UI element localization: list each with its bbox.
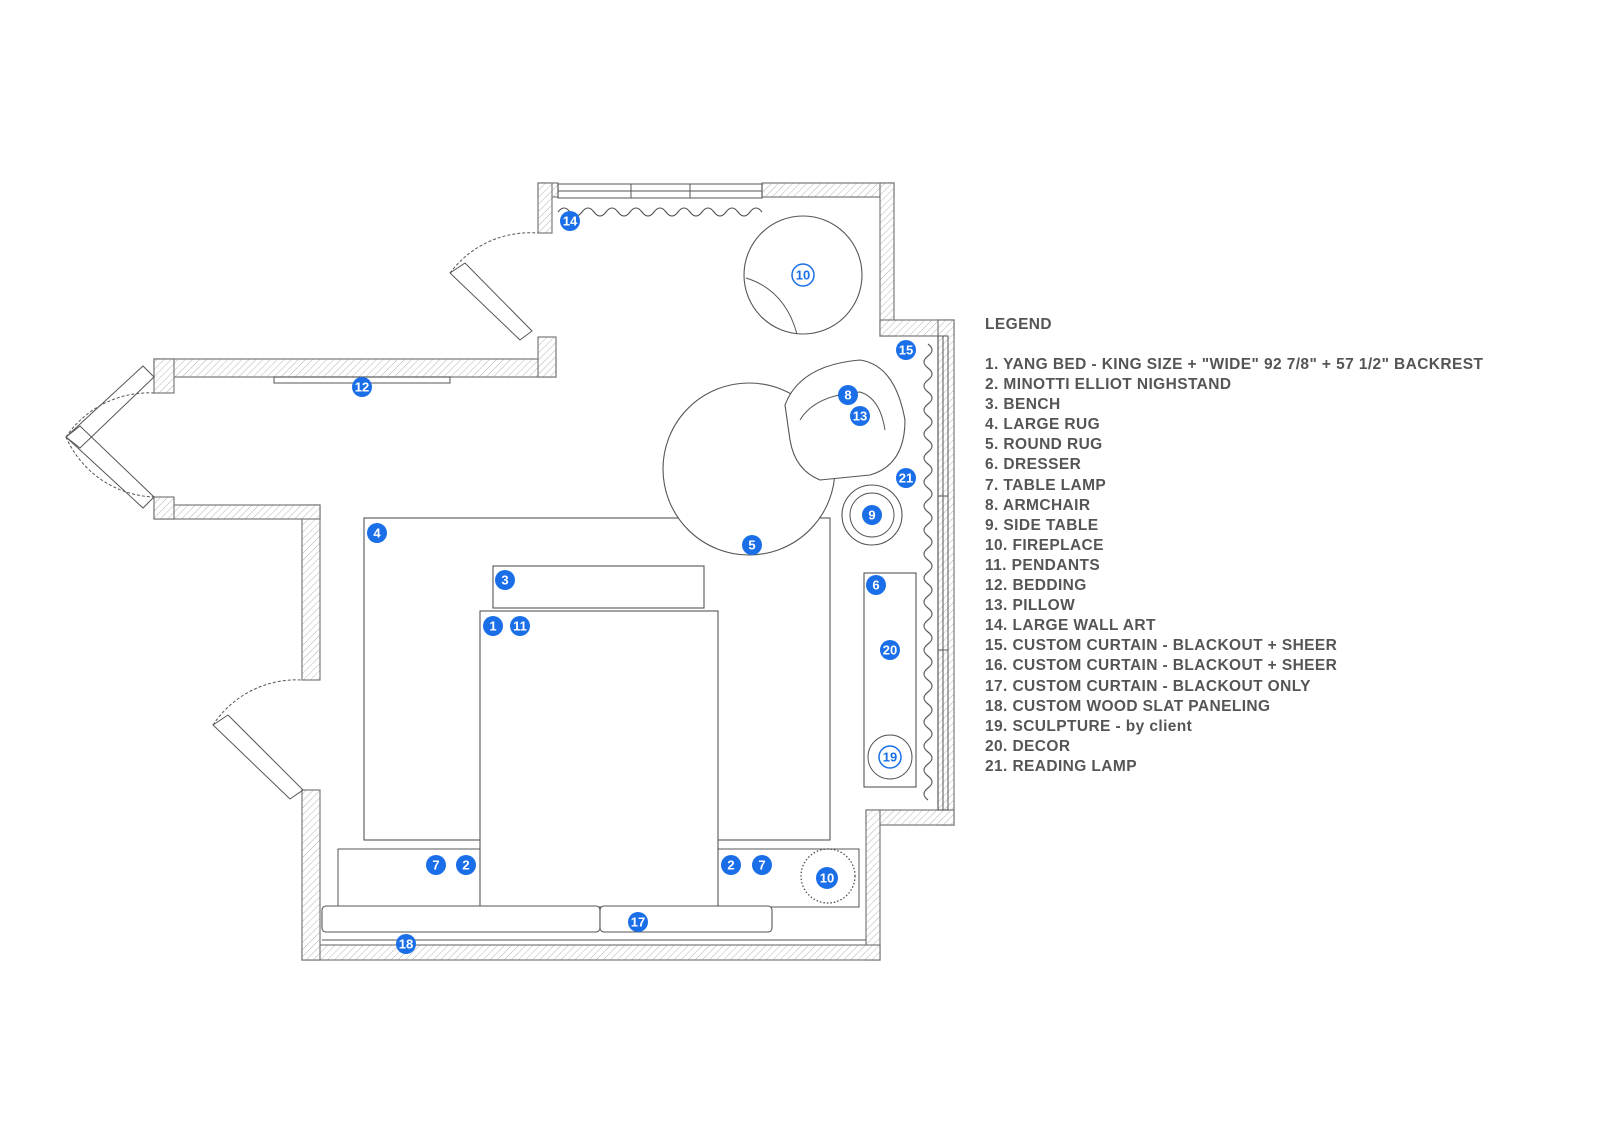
svg-text:10: 10 [820, 871, 834, 886]
legend-item: 6. DRESSER [985, 456, 1082, 474]
legend-item: 11. PENDANTS [985, 556, 1101, 574]
marker-9[interactable]: 9 [862, 505, 882, 525]
marker-14[interactable]: 12 [352, 377, 372, 397]
pendant [800, 848, 856, 904]
legend-item: 2. MINOTTI ELLIOT NIGHSTAND [985, 376, 1232, 394]
marker-2-left[interactable]: 2 [456, 855, 476, 875]
legend-item: 1. YANG BED - KING SIZE + "WIDE" 92 7/8"… [985, 356, 1484, 373]
legend-item: 21. READING LAMP [985, 757, 1137, 775]
svg-text:1: 1 [489, 619, 496, 634]
svg-text:10: 10 [796, 268, 810, 283]
svg-text:11: 11 [513, 619, 527, 634]
legend-item: 19. SCULPTURE - by client [985, 717, 1193, 735]
legend-item: 12. BEDDING [985, 577, 1087, 595]
marker-18[interactable]: 18 [396, 934, 416, 954]
legend-item: 14. LARGE WALL ART [985, 617, 1156, 635]
furniture [321, 215, 917, 941]
legend-item: 7. TABLE LAMP [985, 476, 1107, 494]
legend-item: 4. LARGE RUG [985, 416, 1101, 434]
marker-1[interactable]: 1 [483, 616, 503, 636]
svg-text:2: 2 [727, 858, 734, 873]
svg-text:18: 18 [399, 937, 413, 952]
marker-7-right[interactable]: 7 [752, 855, 772, 875]
nightstand-left [337, 848, 481, 908]
marker-13[interactable]: 13 [850, 406, 870, 426]
marker-2-right[interactable]: 2 [721, 855, 741, 875]
svg-text:4: 4 [373, 526, 381, 541]
legend-item: 20. DECOR [985, 737, 1071, 755]
bed [479, 610, 719, 908]
marker-21[interactable]: 21 [896, 468, 916, 488]
legend-item: 15. CUSTOM CURTAIN - BLACKOUT + SHEER [985, 637, 1338, 655]
svg-text:19: 19 [883, 750, 897, 765]
legend-title: LEGEND [985, 316, 1052, 333]
svg-text:20: 20 [883, 643, 897, 658]
bench [492, 565, 705, 609]
svg-text:5: 5 [748, 538, 755, 553]
nightstand-right [717, 848, 860, 908]
marker-11[interactable]: 10 [816, 867, 838, 889]
svg-text:15: 15 [899, 343, 913, 358]
svg-text:7: 7 [758, 858, 765, 873]
marker-10[interactable]: 10 [791, 263, 815, 287]
svg-text:3: 3 [501, 573, 508, 588]
legend: LEGEND 1. YANG BED - KING SIZE + "WIDE" … [985, 316, 1483, 777]
marker-4[interactable]: 4 [367, 523, 387, 543]
marker-3[interactable]: 3 [495, 570, 515, 590]
legend-item: 9. SIDE TABLE [985, 516, 1099, 534]
svg-text:21: 21 [899, 471, 913, 486]
legend-list: 1. YANG BED - KING SIZE + "WIDE" 92 7/8"… [985, 355, 1483, 777]
marker-20[interactable]: 20 [880, 640, 900, 660]
marker-6[interactable]: 6 [866, 575, 886, 595]
legend-item: 18. CUSTOM WOOD SLAT PANELING [985, 697, 1271, 715]
markers: 14 10 15 12 8 13 21 9 5 4 3 6 1 11 20 19… [352, 211, 916, 954]
svg-text:6: 6 [872, 578, 879, 593]
svg-text:2: 2 [462, 858, 469, 873]
legend-item: 3. BENCH [985, 396, 1061, 414]
svg-text:8: 8 [844, 388, 851, 403]
svg-text:14: 14 [563, 214, 578, 229]
marker-12[interactable]: 11 [510, 616, 530, 636]
marker-17[interactable]: 17 [628, 912, 648, 932]
marker-19[interactable]: 19 [878, 745, 902, 769]
legend-item: 10. FIREPLACE [985, 536, 1104, 554]
marker-7-left[interactable]: 7 [426, 855, 446, 875]
slat-paneling-left [321, 905, 601, 933]
doors [65, 232, 539, 800]
walls [153, 182, 955, 961]
slat-paneling-right [599, 905, 773, 933]
sculpture [867, 734, 913, 780]
svg-text:9: 9 [868, 508, 875, 523]
svg-text:17: 17 [631, 915, 645, 930]
marker-16[interactable]: 14 [560, 211, 580, 231]
marker-15[interactable]: 15 [896, 340, 916, 360]
legend-item: 13. PILLOW [985, 597, 1076, 615]
marker-5[interactable]: 5 [742, 535, 762, 555]
svg-text:12: 12 [355, 380, 369, 395]
armchair [784, 359, 906, 481]
legend-item: 8. ARMCHAIR [985, 496, 1091, 514]
legend-item: 17. CUSTOM CURTAIN - BLACKOUT ONLY [985, 677, 1311, 695]
legend-item: 5. ROUND RUG [985, 436, 1103, 454]
legend-item: 16. CUSTOM CURTAIN - BLACKOUT + SHEER [985, 657, 1338, 675]
marker-8[interactable]: 8 [838, 385, 858, 405]
svg-text:13: 13 [853, 409, 867, 424]
svg-text:7: 7 [432, 858, 439, 873]
